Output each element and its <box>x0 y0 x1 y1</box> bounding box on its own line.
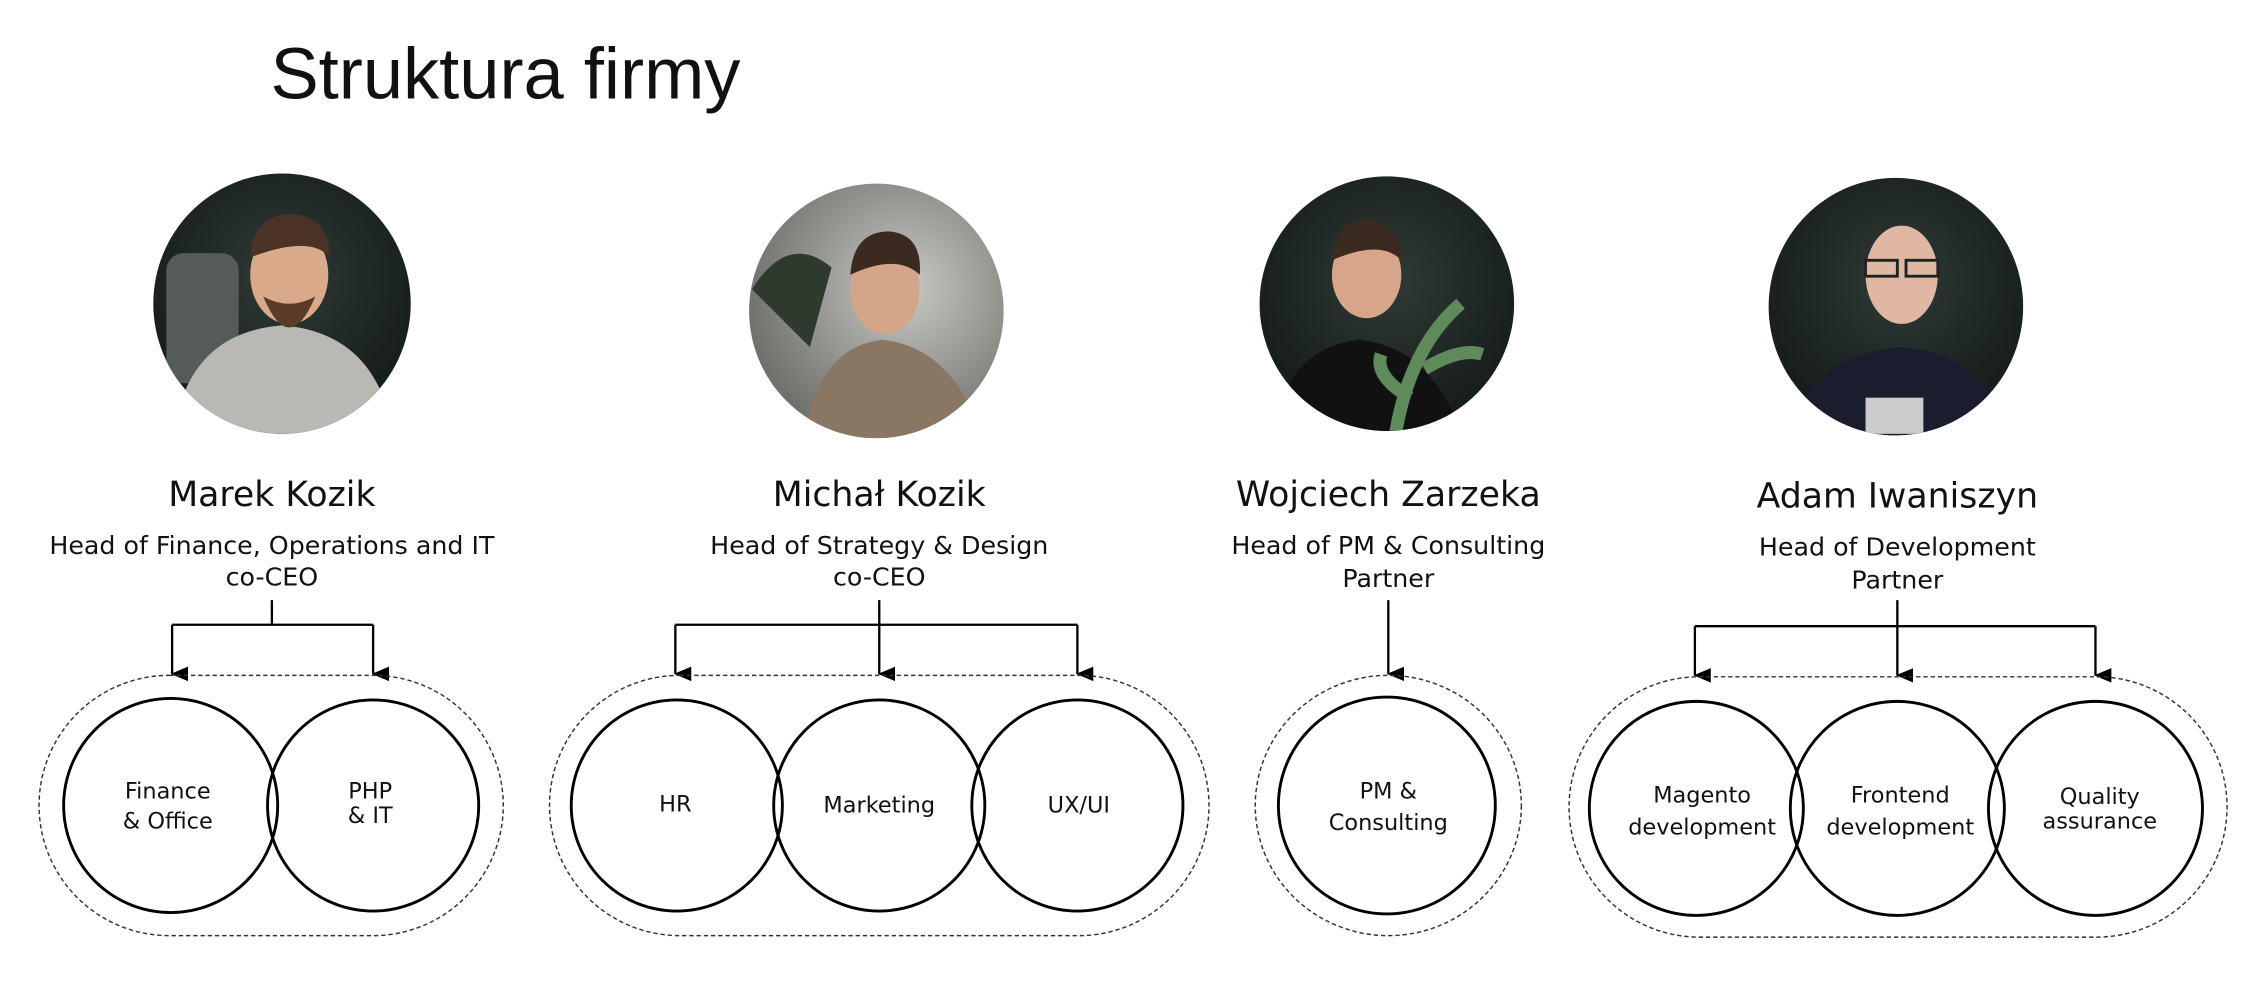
unit-label: development <box>1628 814 1776 840</box>
unit-magento-development: Magento development <box>1587 699 1805 917</box>
unit-marketing: Marketing <box>772 698 987 913</box>
unit-label: UX/UI <box>1048 793 1110 819</box>
photo-michal-kozik <box>749 183 1004 439</box>
photo-marek-kozik <box>153 173 411 434</box>
unit-label: PHP <box>348 778 392 804</box>
unit-php-it: PHP & IT <box>266 698 481 913</box>
connector-lines <box>170 600 2112 683</box>
person-name: Wojciech Zarzeka <box>1236 475 1541 515</box>
photo-adam-iwaniszyn <box>1768 177 2024 436</box>
unit-label: Magento <box>1653 783 1751 809</box>
department-group-outline <box>38 674 504 937</box>
unit-label: HR <box>659 791 691 817</box>
person-name: Adam Iwaniszyn <box>1757 477 2038 517</box>
person-name: Michał Kozik <box>773 475 986 515</box>
department-group-outline <box>1568 676 2228 938</box>
unit-label: Quality <box>2060 784 2140 810</box>
person-position: co-CEO <box>226 563 319 592</box>
person-role: Head of PM & Consulting <box>1231 531 1545 560</box>
unit-label: assurance <box>2043 809 2158 835</box>
unit-label: Frontend <box>1851 783 1950 809</box>
person-adam-iwaniszyn: Adam Iwaniszyn Head of Development Partn… <box>1757 477 2038 595</box>
person-role: Head of Finance, Operations and IT <box>49 531 495 560</box>
person-position: Partner <box>1851 566 1944 595</box>
person-michal-kozik: Michał Kozik Head of Strategy & Design c… <box>710 475 1048 592</box>
unit-label: & IT <box>348 803 393 829</box>
unit-label: Marketing <box>823 793 935 819</box>
department-group-outline <box>548 674 1210 937</box>
unit-finance-office: Finance & Office <box>62 697 280 914</box>
person-wojciech-zarzeka: Wojciech Zarzeka Head of PM & Consulting… <box>1231 475 1545 593</box>
unit-pm-consulting: PM & Consulting <box>1276 695 1497 916</box>
unit-ux-ui: UX/UI <box>970 698 1185 913</box>
unit-label: & Office <box>123 809 213 835</box>
person-position: Partner <box>1342 564 1435 593</box>
unit-label: Consulting <box>1329 810 1448 836</box>
photo-wojciech-zarzeka <box>1259 176 1515 431</box>
unit-frontend-development: Frontend development <box>1788 699 2006 917</box>
unit-quality-assurance: Quality assurance <box>1987 699 2204 917</box>
person-role: Head of Strategy & Design <box>710 531 1048 560</box>
person-marek-kozik: Marek Kozik Head of Finance, Operations … <box>49 475 495 592</box>
page-title: Struktura firmy <box>270 34 740 114</box>
unit-label: PM & <box>1360 778 1417 804</box>
department-group-outline <box>1254 674 1523 937</box>
person-position: co-CEO <box>833 563 926 592</box>
person-name: Marek Kozik <box>168 475 375 515</box>
unit-label: development <box>1826 814 1974 840</box>
unit-hr: HR <box>569 698 784 913</box>
unit-label: Finance <box>125 778 211 804</box>
person-role: Head of Development <box>1759 532 2036 561</box>
